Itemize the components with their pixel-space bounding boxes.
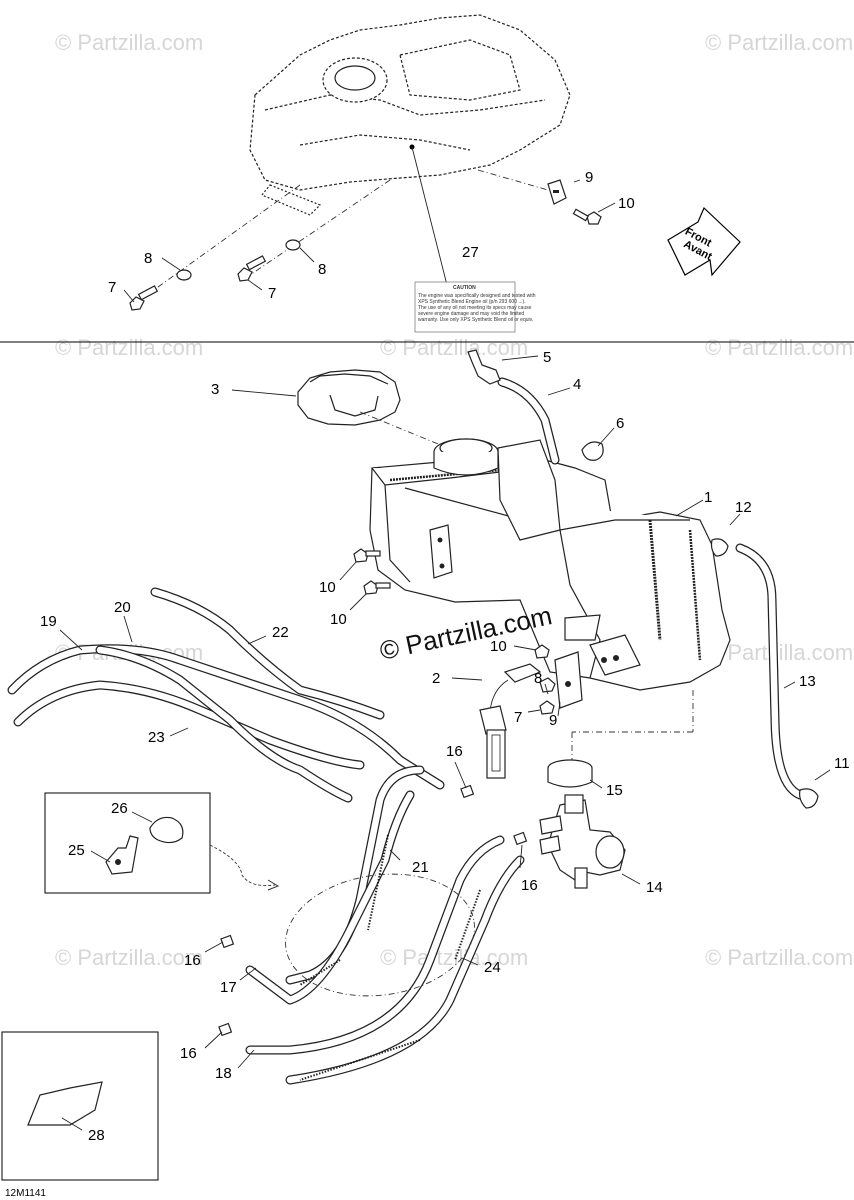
- oil-cap: [297, 369, 401, 426]
- washer-8b: [285, 239, 301, 251]
- watermark-text: © Partzilla.com: [705, 945, 853, 970]
- caution-line: XPS Synthetic Blend Engine oil (p/n 293 …: [418, 299, 526, 305]
- callout-17: 17: [220, 979, 237, 996]
- clip-9: [547, 179, 567, 205]
- partzilla-brand: © Partzilla.com: [377, 600, 555, 666]
- callout-10: 10: [330, 611, 347, 628]
- callout-14: 14: [646, 879, 663, 896]
- inset-bracket: [44, 792, 280, 894]
- callout-7: 7: [514, 709, 522, 726]
- callout-20: 20: [114, 599, 131, 616]
- bolt-7b: [237, 255, 267, 282]
- callout-8: 8: [144, 250, 152, 267]
- callout-4: 4: [573, 376, 581, 393]
- caution-label: CAUTION The engine was specifically desi…: [414, 281, 536, 333]
- callout-5: 5: [543, 349, 551, 366]
- callout-16: 16: [184, 952, 201, 969]
- bolt-10-top: [572, 208, 602, 225]
- watermark-text: © Partzilla.com: [705, 335, 853, 360]
- watermark-text: © Partzilla.com: [380, 945, 528, 970]
- inset-pad: [1, 1031, 159, 1181]
- callout-26: 26: [111, 800, 128, 817]
- watermark-text: © Partzilla.com: [705, 640, 853, 665]
- caution-line: The engine was specifically designed and…: [418, 293, 536, 299]
- strainer: [547, 759, 593, 788]
- callout-25: 25: [68, 842, 85, 859]
- front-arrow: Front Avant: [667, 206, 741, 277]
- callout-27: 27: [462, 244, 479, 261]
- oil-tank: [369, 438, 731, 691]
- callout-16: 16: [521, 877, 538, 894]
- diagram-code: 12M1141: [5, 1188, 46, 1199]
- watermark-text: © Partzilla.com: [705, 30, 853, 55]
- breather-assembly: [467, 349, 604, 465]
- watermark-text: © Partzilla.com: [380, 335, 528, 360]
- callout-3: 3: [211, 381, 219, 398]
- callout-16: 16: [446, 743, 463, 760]
- callout-8: 8: [318, 261, 326, 278]
- callout-12: 12: [735, 499, 752, 516]
- washer-8a: [176, 269, 192, 281]
- callout-10: 10: [490, 638, 507, 655]
- chassis-console: [249, 14, 571, 216]
- callout-19: 19: [40, 613, 57, 630]
- callout-15: 15: [606, 782, 623, 799]
- callout-23: 23: [148, 729, 165, 746]
- watermark-text: © Partzilla.com: [55, 945, 203, 970]
- callout-11: 11: [834, 755, 850, 772]
- hoses-lower: [245, 765, 525, 1085]
- callout-13: 13: [799, 673, 816, 690]
- callout-8: 8: [534, 670, 542, 687]
- callout-24: 24: [484, 959, 501, 976]
- caution-line: The use of any oil not meeting its specs…: [418, 305, 532, 311]
- callout-1: 1: [704, 489, 712, 506]
- callout-21: 21: [412, 859, 429, 876]
- callout-28: 28: [88, 1127, 105, 1144]
- leader-27: [411, 146, 448, 286]
- level-sensor: [479, 651, 583, 779]
- hose-group-ellipse: [285, 873, 475, 997]
- oil-pump: [539, 794, 626, 889]
- leader-lines: [59, 179, 831, 1131]
- watermark-text: © Partzilla.com: [55, 30, 203, 55]
- bolt-7a: [129, 285, 159, 311]
- assembly-lines-top: [139, 169, 549, 301]
- watermark-text: © Partzilla.com: [55, 335, 203, 360]
- callout-6: 6: [616, 415, 624, 432]
- callout-22: 22: [272, 624, 289, 641]
- tank-bolts: [353, 548, 550, 659]
- callout-10: 10: [618, 195, 635, 212]
- callout-10: 10: [319, 579, 336, 596]
- callout-18: 18: [215, 1065, 232, 1082]
- top-hardware: [129, 179, 602, 311]
- callout-7: 7: [108, 279, 116, 296]
- callout-16: 16: [180, 1045, 197, 1062]
- callout-7: 7: [268, 285, 276, 302]
- hoses-upper-left: [7, 587, 445, 803]
- caution-title: CAUTION: [453, 285, 476, 291]
- vent-hose: [710, 538, 819, 809]
- callout-2: 2: [432, 670, 440, 687]
- callout-9: 9: [549, 712, 557, 729]
- caution-line: severe engine damage and may void the li…: [418, 311, 524, 317]
- caution-line: warranty. Use only XPS Synthetic Blend o…: [418, 317, 533, 323]
- callout-9: 9: [585, 169, 593, 186]
